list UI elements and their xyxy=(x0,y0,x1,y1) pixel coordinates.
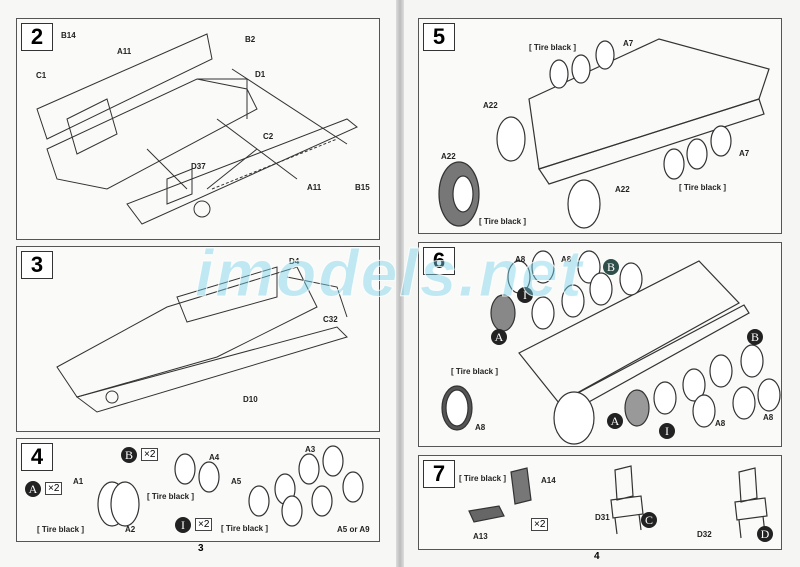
part-label: A2 xyxy=(125,525,136,534)
part-label: A5 or A9 xyxy=(337,525,370,534)
part-label: A8 xyxy=(515,255,526,264)
step-2-panel: 2 B14 A11 B2 C1 D1 C2 D37 A11 B15 xyxy=(16,18,380,240)
multiplier: ×2 xyxy=(531,518,549,531)
marker-i: I xyxy=(659,423,675,439)
part-label: C2 xyxy=(263,132,274,141)
part-label: A1 xyxy=(73,477,84,486)
part-label: B15 xyxy=(355,183,370,192)
part-label: B14 xyxy=(61,31,76,40)
tire-black-note: [ Tire black ] xyxy=(37,525,84,534)
seats-drawing xyxy=(468,465,768,539)
tire-black-note: [ Tire black ] xyxy=(451,367,498,376)
hull-interior-drawing xyxy=(36,33,358,225)
multiplier: ×2 xyxy=(45,482,63,495)
part-label: D37 xyxy=(191,162,206,171)
step-number: 7 xyxy=(423,460,455,488)
part-label: C32 xyxy=(323,315,338,324)
part-label: A13 xyxy=(473,532,488,541)
part-label: A11 xyxy=(117,47,132,56)
part-label: A14 xyxy=(541,476,556,485)
marker-b: B xyxy=(121,447,137,463)
step-number: 5 xyxy=(423,23,455,51)
part-label: A22 xyxy=(615,185,630,194)
step-7-panel: 7 [ Tire black ] A14 A13 ×2 D31 C D32 D xyxy=(418,455,782,550)
part-label: A7 xyxy=(623,39,634,48)
marker-a: A xyxy=(25,481,41,497)
part-label: A4 xyxy=(209,453,220,462)
part-label: C1 xyxy=(36,71,47,80)
step-5-panel: 5 [ Tire black ] A7 A22 A7 [ Tire black … xyxy=(418,18,782,234)
step-3-panel: 3 D4 C32 D10 xyxy=(16,246,380,432)
step-number: 3 xyxy=(21,251,53,279)
marker-d: D xyxy=(757,526,773,542)
part-label: A8 xyxy=(715,419,726,428)
hull-assembly-drawing xyxy=(56,266,348,413)
step-number: 2 xyxy=(21,23,53,51)
marker-i: I xyxy=(175,517,191,533)
marker-c: C xyxy=(641,512,657,528)
marker-b: B xyxy=(747,329,763,345)
tire-black-note: [ Tire black ] xyxy=(459,474,506,483)
part-label: A22 xyxy=(483,101,498,110)
page-number: 3 xyxy=(198,543,204,554)
tire-black-note: [ Tire black ] xyxy=(679,183,726,192)
part-label: D1 xyxy=(255,70,266,79)
part-label: A7 xyxy=(739,149,750,158)
part-label: D32 xyxy=(697,530,712,539)
multiplier: ×2 xyxy=(195,518,213,531)
part-label: A8 xyxy=(475,423,486,432)
marker-a: A xyxy=(607,413,623,429)
part-label: A22 xyxy=(441,152,456,161)
step-number: 4 xyxy=(21,443,53,471)
marker-a: A xyxy=(491,329,507,345)
part-label: A11 xyxy=(307,183,322,192)
step-number: 6 xyxy=(423,247,455,275)
part-label: D4 xyxy=(289,257,300,266)
part-label: A8 xyxy=(561,255,572,264)
tire-black-note: [ Tire black ] xyxy=(147,492,194,501)
step-6-panel: 6 A8 A8 [ Tire black ] A8 A8 A8 B I A B … xyxy=(418,242,782,447)
tire-black-note: [ Tire black ] xyxy=(221,524,268,533)
part-label: A5 xyxy=(231,477,242,486)
wheels-drawing xyxy=(97,445,364,527)
part-label: B2 xyxy=(245,35,256,44)
road-wheels-drawing xyxy=(441,250,781,445)
part-label: A8 xyxy=(763,413,774,422)
part-label: D10 xyxy=(243,395,258,404)
tire-black-note: [ Tire black ] xyxy=(529,43,576,52)
marker-b: B xyxy=(603,259,619,275)
page-number: 4 xyxy=(594,551,600,562)
multiplier: ×2 xyxy=(141,448,159,461)
step-4-panel: 4 A ×2 B ×2 I ×2 A1 A2 [ Tire black ] A4… xyxy=(16,438,380,542)
tire-black-note: [ Tire black ] xyxy=(479,217,526,226)
watermark: imodels.net xyxy=(195,236,584,311)
page-gutter xyxy=(396,0,404,567)
part-label: D31 xyxy=(595,513,610,522)
road-wheels-drawing xyxy=(438,38,770,229)
marker-i: I xyxy=(517,287,533,303)
part-label: A3 xyxy=(305,445,316,454)
